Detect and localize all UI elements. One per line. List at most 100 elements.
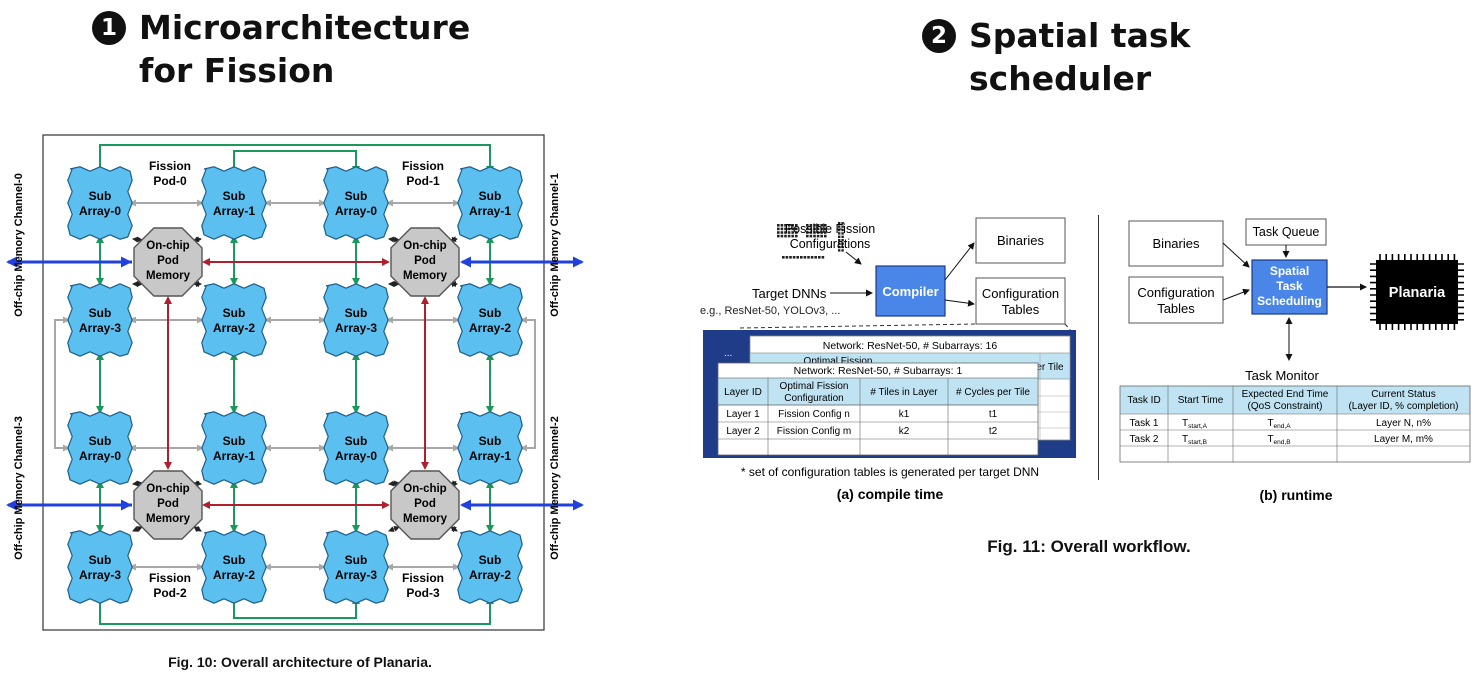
task-table-header: Expected End Time [1242, 389, 1329, 400]
target-dnns-label: Target DNNs [752, 286, 827, 301]
subarray-label: Sub [223, 434, 246, 448]
subarray-label: Sub [345, 189, 368, 203]
heading-microarchitecture: 1 Microarchitecture for Fission [92, 6, 470, 92]
front-table-cell: k1 [899, 409, 910, 420]
subarray-label: Array-1 [213, 449, 255, 463]
subarray-label: Array-3 [335, 568, 377, 582]
runtime-config-tables-box [1128, 276, 1224, 324]
memory-label: On-chip [146, 483, 189, 495]
subarray-label: Sub [223, 189, 246, 203]
back-table-partial-header: Optimal Fission [804, 356, 873, 367]
subarray-label: Array-2 [469, 321, 511, 335]
subarray-label: Sub [479, 434, 502, 448]
pod-0-label: Fission [149, 159, 191, 173]
pod-2-label: Fission [149, 571, 191, 585]
memory-subarray-link [450, 525, 458, 533]
possible-configs-label-1: Possible Fission [785, 222, 875, 236]
front-table-title: Network: ResNet-50, # Subarrays: 1 [794, 365, 963, 377]
front-table-cell: k2 [899, 426, 910, 437]
subarray-label: Array-0 [79, 449, 121, 463]
compile-time-diagram: Possible Fission Configurations Target D… [700, 217, 1076, 502]
subarray-label: Array-3 [335, 321, 377, 335]
memory-subarray-link [388, 236, 400, 243]
memory-label: On-chip [403, 240, 446, 252]
subarray-label: Array-1 [469, 204, 511, 218]
task-queue-label: Task Queue [1253, 225, 1320, 239]
front-table-header: # Cycles per Tile [956, 387, 1030, 398]
memory-subarray-link [450, 236, 458, 243]
more-tables-ellipsis: ... [724, 348, 732, 359]
compiler-box [875, 265, 946, 317]
gray-outer-link [520, 316, 536, 452]
task-table-header: Task ID [1127, 395, 1160, 406]
subarray-label: Sub [479, 306, 502, 320]
subarray-label: Array-3 [79, 321, 121, 335]
runtime-config-tables-label-2: Tables [1157, 301, 1195, 316]
subarray-label: Array-2 [469, 568, 511, 582]
subarray-label: Sub [89, 434, 112, 448]
task-table-header: (Layer ID, % completion) [1348, 401, 1458, 412]
task-table-header: Current Status [1371, 389, 1435, 400]
memory-label: On-chip [146, 240, 189, 252]
subarray-label: Sub [89, 553, 112, 567]
memory-subarray-link [388, 480, 400, 487]
possible-configs-label-2: Configurations [790, 237, 871, 251]
heading-spatial-task-scheduler: 2 Spatial task scheduler [922, 14, 1190, 100]
subarray-label: Array-3 [79, 568, 121, 582]
subarray-label: Array-1 [213, 204, 255, 218]
config-tables-label-2: Tables [1002, 302, 1040, 317]
front-table-header: Configuration [784, 393, 843, 404]
planaria-chip: Planaria [1370, 254, 1464, 330]
memory-subarray-link [132, 480, 143, 487]
pod-0-label: Pod-0 [153, 174, 187, 188]
memory-label: Memory [146, 513, 191, 525]
front-table-header: Layer ID [724, 387, 762, 398]
binaries-box [975, 217, 1066, 264]
back-table-partial-right: er Tile [1036, 362, 1064, 373]
subarray-label: Sub [479, 189, 502, 203]
subarray-label: Sub [89, 189, 112, 203]
memory-subarray-link [132, 526, 143, 532]
scheduler-label-1: Spatial [1270, 264, 1309, 278]
subarray-label: Array-0 [335, 449, 377, 463]
front-table-cell: Layer 1 [726, 409, 760, 420]
subarray-label: Array-2 [213, 568, 255, 582]
subarray-label: Array-1 [469, 449, 511, 463]
end-time-cell: Tend,A [1267, 418, 1291, 430]
subarray-label: Array-0 [335, 204, 377, 218]
memory-label: Memory [403, 270, 448, 282]
memory-label: Memory [146, 270, 191, 282]
front-table-cell: Layer 2 [726, 426, 760, 437]
pod-3-label: Pod-3 [406, 586, 440, 600]
memory-label: Pod [414, 498, 436, 510]
memory-subarray-link [388, 526, 400, 532]
config-tables-box [975, 277, 1066, 325]
task-id-cell: Task 1 [1130, 418, 1159, 429]
subarray-label: Sub [223, 553, 246, 567]
subarray-label: Sub [345, 434, 368, 448]
fission-configuration-icons [777, 222, 844, 259]
subarray-label: Array-0 [79, 204, 121, 218]
figure-10-caption: Fig. 10: Overall architecture of Planari… [168, 654, 432, 670]
status-cell: Layer N, n% [1376, 418, 1431, 429]
architecture-diagram: SubArray-0SubArray-1SubArray-3SubArray-2… [6, 134, 584, 631]
runtime-diagram: Binaries Configuration Tables Task Queue… [1119, 218, 1471, 503]
step-number-badge: 2 [922, 19, 956, 53]
runtime-label: (b) runtime [1259, 487, 1332, 503]
pod-1-label: Pod-1 [406, 174, 440, 188]
memory-subarray-link [132, 236, 143, 243]
